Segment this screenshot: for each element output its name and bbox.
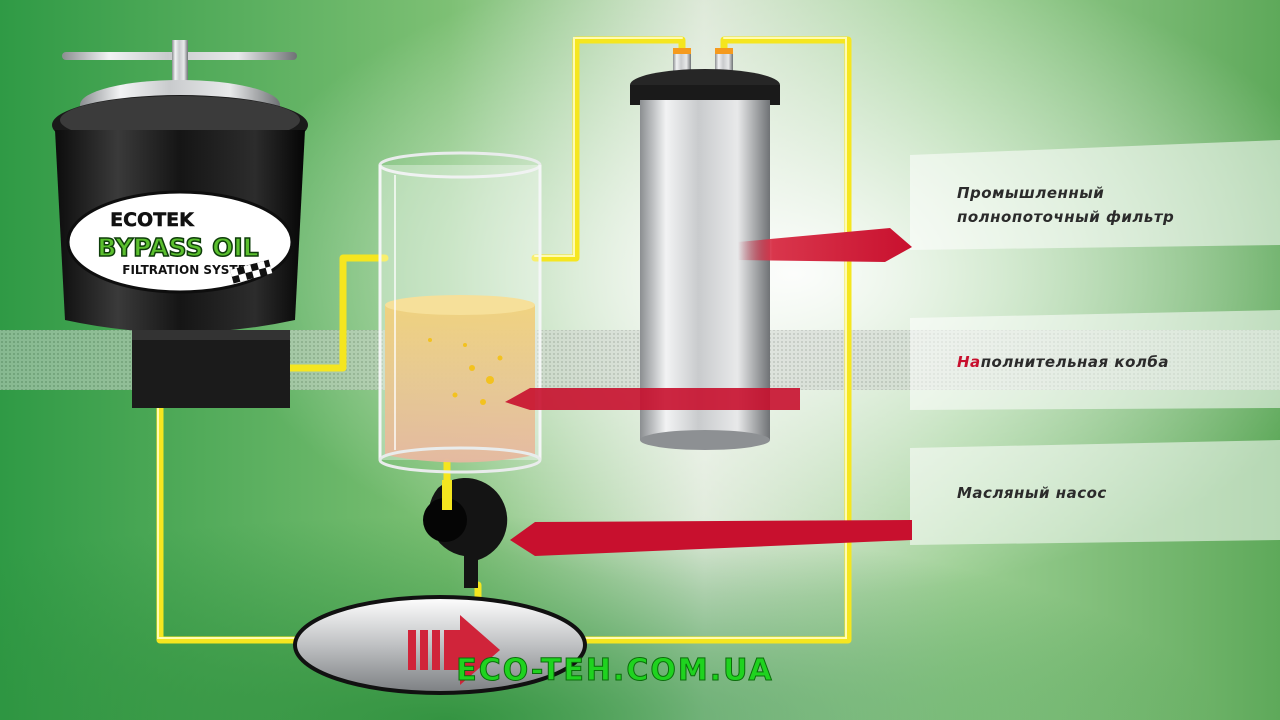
pipe-flask-to-housing	[286, 254, 389, 372]
pipe-outer-loop	[156, 401, 314, 644]
pointer-flask	[505, 388, 800, 410]
label-flask: Наполнительная колба	[957, 353, 1169, 371]
label-filter-line2: полнопоточный фильтр	[957, 208, 1174, 226]
flask-bottom	[378, 446, 542, 474]
label-pump: Масляный насос	[957, 484, 1107, 502]
pipe-highlights	[157, 37, 847, 639]
filter-body	[640, 100, 770, 440]
filter-bottom	[640, 430, 770, 450]
filling-flask	[378, 151, 542, 474]
logo-badge	[66, 190, 294, 294]
pump-rotor	[423, 498, 467, 542]
oil-bubbles	[428, 338, 503, 405]
checkered-flag-icon	[230, 259, 273, 284]
logo-subtitle: FILTRATION SYSTEM	[122, 263, 257, 277]
oil-pump	[423, 477, 508, 588]
label-band-pump	[910, 440, 1280, 545]
logo-brand: ECOTEK	[110, 209, 195, 231]
label-flask-highlight: На	[957, 353, 981, 371]
logo-product: BYPASS OIL	[97, 233, 258, 262]
pointer-pump	[510, 520, 912, 556]
label-flask-rest: полнительная колба	[981, 353, 1169, 371]
bypass-filter-housing: ECOTEK BYPASS OIL FILTRATION SYSTEM	[52, 40, 308, 408]
ecotek-logo: ECOTEK BYPASS OIL FILTRATION SYSTEM	[66, 190, 294, 294]
housing-base	[132, 330, 290, 408]
watermark: ECO-TEH.COM.UA	[456, 653, 774, 688]
pipe-return	[556, 36, 852, 644]
pointer-arrows	[505, 228, 912, 556]
pipe-filter-inlet	[531, 36, 686, 262]
flask-oil	[385, 297, 535, 463]
full-flow-filter	[630, 48, 780, 450]
label-filter: Промышленный полнопоточный фильтр	[957, 184, 1174, 226]
label-filter-line1: Промышленный	[957, 184, 1104, 202]
flow-direction-arrow-icon	[408, 615, 500, 685]
label-band-flask	[910, 310, 1280, 410]
flow-plate	[293, 595, 587, 695]
flask-oil-surface	[385, 295, 535, 315]
label-band-filter	[910, 140, 1280, 250]
pointer-filter	[738, 228, 912, 262]
